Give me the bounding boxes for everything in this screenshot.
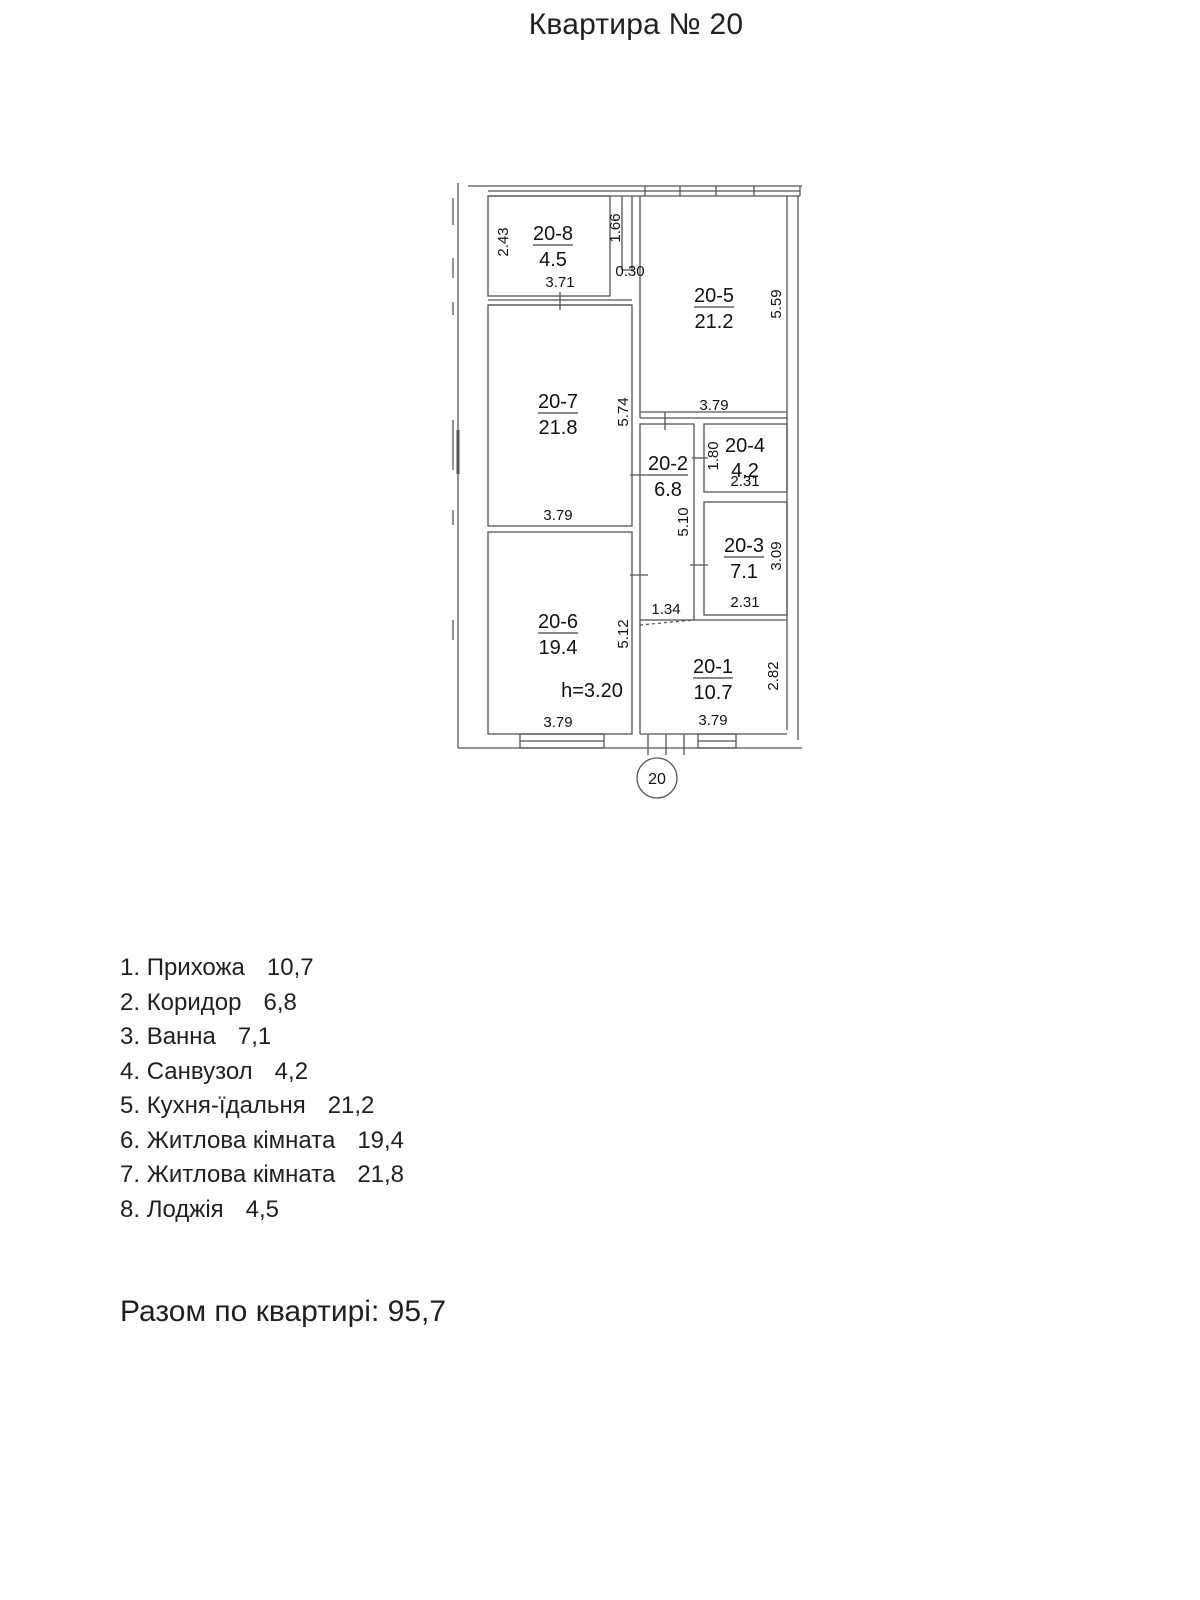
- legend-name: Житлова кімната: [146, 1161, 336, 1188]
- legend-num: 7.: [120, 1161, 141, 1188]
- room-20-3-outline: [703, 501, 788, 616]
- legend-area: 19,4: [357, 1126, 405, 1154]
- dim-room6-depth: 5.12: [615, 619, 632, 648]
- legend-area: 7,1: [237, 1023, 272, 1050]
- dim-bath-depth: 3.09: [768, 541, 785, 570]
- room-area-20-5: 21.2: [695, 311, 734, 333]
- page-title: Квартира № 20: [528, 8, 744, 41]
- dim-kitchen-width: 3.79: [699, 397, 728, 414]
- legend-item: 2. Коридор 6,8: [120, 986, 404, 1021]
- legend-item: 1. Прихожа 10,7: [120, 951, 404, 986]
- room-area-20-1: 10.7: [694, 682, 733, 704]
- room-20-8-outline: [487, 195, 611, 297]
- legend-item: 6. Житлова кімната 19,4: [120, 1124, 404, 1159]
- room-code-20-7: 20-7: [538, 391, 578, 413]
- room-code-20-3: 20-3: [724, 535, 764, 557]
- legend-item: 4. Санвузол 4,2: [120, 1055, 404, 1090]
- legend-item: 5. Кухня-їдальня 21,2: [120, 1089, 404, 1124]
- dim-corridor-length: 5.10: [675, 507, 692, 536]
- dim-hall-width: 3.79: [698, 712, 727, 729]
- room-code-20-2: 20-2: [648, 453, 688, 475]
- legend-num: 3.: [120, 1023, 141, 1050]
- dim-corridor-width: 1.34: [651, 601, 680, 618]
- legend-area: 21,2: [327, 1092, 375, 1119]
- room-area-20-4: 4.2: [731, 460, 759, 482]
- legend-num: 6.: [120, 1126, 141, 1154]
- legend-area: 21,8: [357, 1161, 405, 1188]
- legend-area: 6,8: [263, 988, 297, 1016]
- dim-loggia-depth: 2.43: [495, 227, 512, 256]
- legend-area: 10,7: [266, 954, 314, 981]
- dim-wc-depth: 1.80: [705, 441, 722, 470]
- room-area-20-7: 21.8: [539, 417, 578, 439]
- apartment-marker-circle: [636, 757, 678, 799]
- legend-area: 4,2: [274, 1057, 309, 1085]
- dim-kitchen-depth: 5.59: [768, 289, 785, 318]
- legend-item: 7. Житлова кімната 21,8: [120, 1158, 404, 1193]
- legend-name: Прихожа: [146, 954, 245, 981]
- ceiling-height-label: h=3.20: [561, 680, 623, 702]
- legend-num: 1.: [120, 954, 141, 981]
- room-code-20-8: 20-8: [533, 223, 573, 245]
- legend-item: 3. Ванна 7,1: [120, 1020, 404, 1055]
- total-area: Разом по квартирі: 95,7: [120, 1295, 447, 1328]
- legend-num: 4.: [120, 1057, 141, 1085]
- legend-area: 4,5: [245, 1195, 280, 1223]
- room-code-20-4: 20-4: [725, 435, 765, 457]
- apartment-marker-label: 20: [648, 771, 666, 788]
- legend-name: Санвузол: [146, 1057, 253, 1085]
- legend-name: Лоджія: [146, 1195, 224, 1223]
- room-20-4-outline: [703, 423, 788, 493]
- room-20-7-outline: [487, 304, 633, 527]
- legend-name: Коридор: [146, 988, 242, 1016]
- room-20-2-outline: [639, 423, 695, 621]
- room-area-20-8: 4.5: [539, 249, 567, 271]
- room-code-20-1: 20-1: [693, 656, 733, 678]
- room-code-20-5: 20-5: [694, 285, 734, 307]
- dim-bath-width: 2.31: [730, 594, 759, 611]
- legend-item: 8. Лоджія 4,5: [120, 1193, 404, 1228]
- dim-loggia-width: 3.71: [545, 274, 574, 291]
- dim-room6-width: 3.79: [543, 714, 572, 731]
- legend-num: 2.: [120, 988, 141, 1016]
- room-code-20-3-area: 7.1: [730, 561, 758, 583]
- dim-room7-depth: 5.74: [615, 397, 632, 426]
- legend-num: 8.: [120, 1195, 141, 1223]
- dim-pier-length: 1.66: [607, 213, 624, 242]
- legend-name: Кухня-їдальня: [146, 1092, 306, 1119]
- floor-plan: 20-8 4.5 20-5 21.2 20-7 21.8 20-2 6.8 20…: [452, 183, 802, 799]
- dim-pier-width: 0.30: [615, 263, 644, 280]
- dim-hall-depth: 2.82: [765, 661, 782, 690]
- legend-name: Житлова кімната: [146, 1126, 336, 1154]
- legend-num: 5.: [120, 1092, 141, 1119]
- legend-name: Ванна: [146, 1023, 216, 1050]
- room-area-20-6: 19.4: [539, 637, 578, 659]
- room-area-20-2: 6.8: [654, 479, 682, 501]
- dim-room7-width: 3.79: [543, 507, 572, 524]
- room-legend: 1. Прихожа 10,7 2. Коридор 6,8 3. Ванна 7,1…: [120, 951, 404, 1227]
- dim-wc-width: 2.31: [730, 473, 759, 490]
- room-code-20-6: 20-6: [538, 611, 578, 633]
